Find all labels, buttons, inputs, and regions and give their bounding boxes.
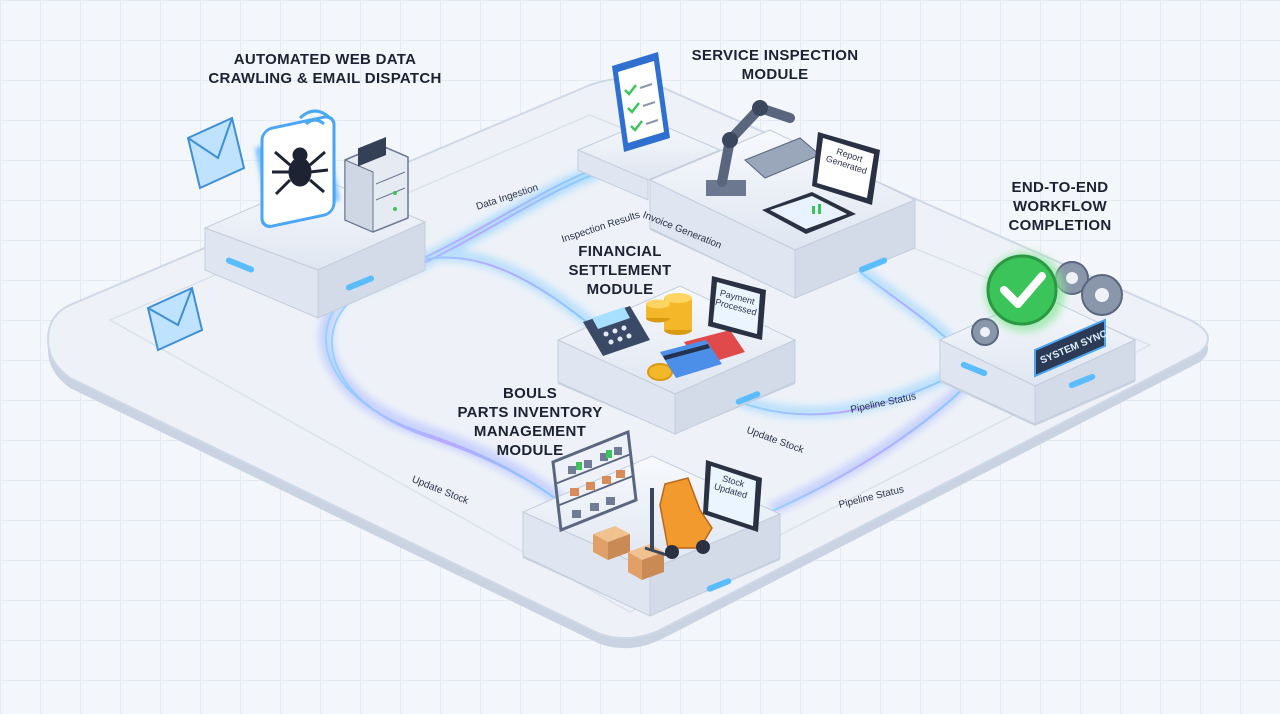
clipboard-icon (612, 52, 670, 152)
inventory-module-title: BOULS PARTS INVENTORY MANAGEMENT MODULE (457, 385, 603, 459)
shelf-icon (551, 429, 638, 533)
tablet-icon (762, 192, 856, 234)
robot-arm-icon (706, 100, 821, 196)
coin-stack-icon (646, 293, 692, 381)
wifi-icon (298, 109, 332, 126)
email-icon (186, 116, 246, 190)
server-rack-icon (344, 137, 409, 233)
completion-module-platform (938, 252, 1137, 426)
inspection-module-title: SERVICE INSPECTION MODULE (691, 47, 859, 83)
report-monitor (812, 132, 880, 205)
email-icon-secondary (146, 286, 204, 352)
spider-icon (272, 147, 329, 196)
system-sync-badge (1034, 318, 1106, 378)
finance-module-platform (556, 276, 797, 435)
forklift-icon (644, 477, 713, 559)
data-pipelines (318, 163, 975, 516)
inventory-module-platform (521, 429, 782, 617)
boxes-icon (593, 526, 664, 580)
completion-module-title: END-TO-END WORKFLOW COMPLETION (1008, 179, 1112, 234)
credit-card-icon (660, 330, 745, 378)
crawl-module-title: AUTOMATED WEB DATA CRAWLING & EMAIL DISP… (208, 51, 442, 87)
stock-monitor (703, 460, 762, 532)
finance-module-title: FINANCIAL SETTLEMENT MODULE (568, 243, 672, 298)
payment-monitor (708, 276, 766, 340)
crawl-module-platform (203, 109, 427, 319)
inspection-module-platform (576, 52, 917, 299)
check-circle-icon (985, 252, 1065, 332)
calculator-icon (583, 306, 650, 356)
